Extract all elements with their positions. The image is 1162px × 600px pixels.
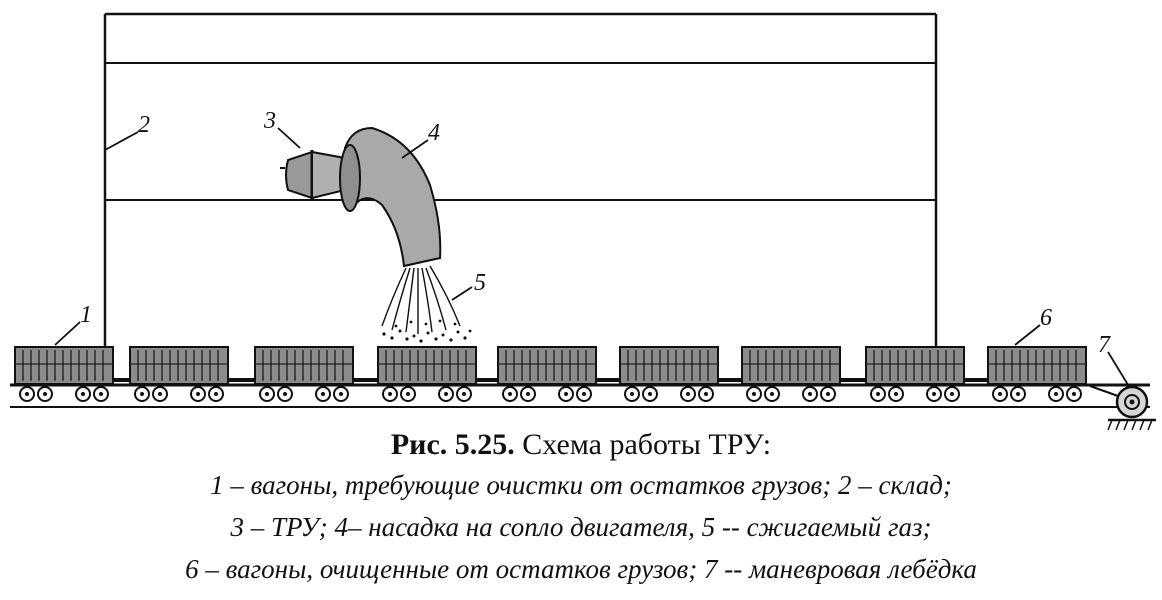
warehouse — [103, 12, 938, 352]
callout-4: 4 — [428, 120, 440, 146]
callout-6: 6 — [1040, 305, 1052, 331]
callout-7: 7 — [1098, 332, 1111, 358]
gas-particles — [382, 319, 472, 343]
tru-engine — [280, 150, 346, 200]
wagons-row — [14, 346, 1087, 402]
legend-line-2: 3 – ТРУ; 4– насадка на сопло двигателя, … — [230, 512, 932, 542]
wagon — [497, 346, 620, 402]
legend-line-1: 1 – вагоны, требующие очистки от остатко… — [210, 470, 952, 500]
maneuvering-winch — [1089, 385, 1156, 430]
figure-title: Схема работы ТРУ: — [522, 428, 772, 461]
legend-line-3: 6 – вагоны, очищенные от остатков грузов… — [185, 554, 977, 584]
wagon — [254, 346, 378, 402]
wagon — [377, 346, 498, 402]
burning-gas — [381, 265, 461, 334]
figure-number: Рис. 5.25. — [390, 428, 515, 461]
figure-caption-title: Рис. 5.25. Схема работы ТРУ: — [0, 426, 1162, 464]
wagon — [865, 346, 988, 402]
nozzle-attachment — [339, 126, 442, 268]
tru-scheme-diagram: 1 2 3 4 5 6 7 — [10, 12, 1156, 430]
leader-lines — [54, 127, 1131, 389]
wagon — [14, 346, 130, 402]
wagon — [619, 346, 742, 402]
wagon — [129, 346, 255, 402]
wagon — [741, 346, 866, 402]
callout-2: 2 — [138, 112, 150, 138]
wagon — [987, 346, 1087, 402]
callout-3: 3 — [263, 108, 276, 134]
callout-5: 5 — [474, 270, 486, 296]
callout-1: 1 — [80, 302, 92, 328]
